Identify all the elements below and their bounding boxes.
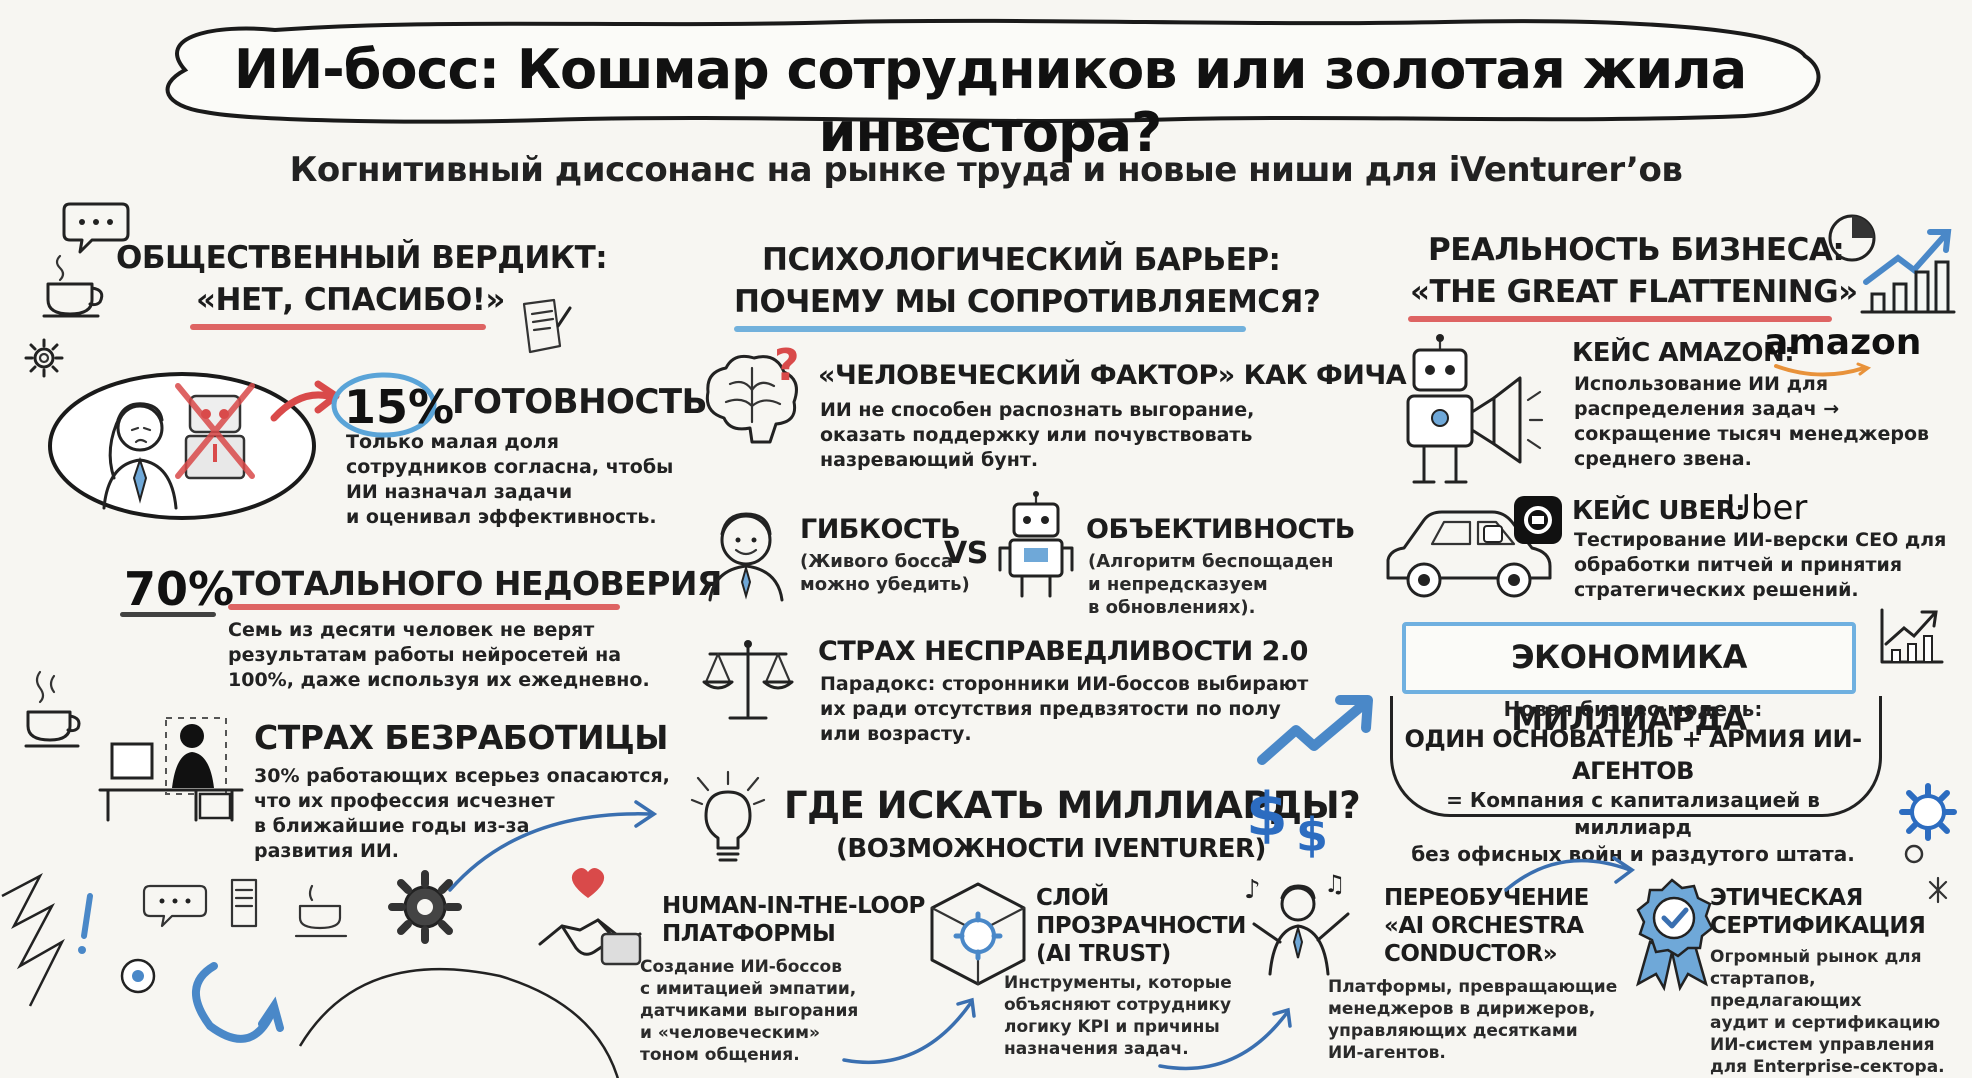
economy-title: ЭКОНОМИКА МИЛЛИАРДА bbox=[1511, 638, 1747, 738]
curved-arrow-bottom-1 bbox=[842, 997, 976, 1065]
amazon-case-text: Использование ИИ для распределения задач… bbox=[1574, 373, 1930, 470]
lightbulb-icon bbox=[690, 770, 766, 862]
handshake-icon bbox=[538, 868, 642, 966]
pct70-text: Семь из десяти человек не верят результа… bbox=[228, 619, 650, 691]
objectivity-title: ОБЪЕКТИВНОСТЬ bbox=[1086, 514, 1355, 545]
uber-logo: Uber bbox=[1726, 488, 1808, 528]
coffee-icon bbox=[42, 254, 104, 318]
pie-chart-icon bbox=[1828, 214, 1876, 262]
scales-icon bbox=[702, 640, 794, 720]
dollar-icon: $ bbox=[1246, 780, 1288, 850]
crossed-robot-icon bbox=[175, 383, 255, 480]
amazon-smile-icon bbox=[1774, 362, 1872, 377]
verdict-underline bbox=[190, 324, 486, 330]
robot-icon bbox=[998, 491, 1074, 598]
brain-icon bbox=[705, 354, 798, 444]
human-factor-text: ИИ не способен распознать выгорание, ока… bbox=[820, 399, 1255, 471]
pct70-value: 70% bbox=[124, 562, 235, 616]
page-title: ИИ-босс: Кошмар сотрудников или золотая … bbox=[233, 38, 1747, 164]
business-heading-line2: «THE GREAT FLATTENING» bbox=[1410, 274, 1858, 310]
orchestra-text: Платформы, превращающие менеджеров в дир… bbox=[1328, 977, 1618, 1063]
conductor-icon: ♪ ♫ bbox=[1244, 870, 1350, 976]
barrier-heading-line1: ПСИХОЛОГИЧЕСКИЙ БАРЬЕР: bbox=[762, 242, 1281, 278]
objectivity-text: (Алгоритм беспощаден и непредсказуем в о… bbox=[1088, 551, 1334, 618]
pct70-underline bbox=[120, 612, 216, 617]
document-pen-icon bbox=[522, 298, 572, 354]
svg-text:♫: ♫ bbox=[1324, 870, 1346, 898]
gear-icon-large bbox=[388, 870, 462, 944]
economy-title-box: ЭКОНОМИКА МИЛЛИАРДА bbox=[1402, 622, 1856, 738]
fear-text: 30% работающих всерьез опасаются, что их… bbox=[254, 765, 670, 862]
where-billions-subtitle: (ВОЗМОЖНОСТИ iVENTURER) bbox=[836, 834, 1266, 864]
gear-icon bbox=[24, 338, 64, 378]
ethics-text: Огромный рынок для стартапов, предлагающ… bbox=[1710, 947, 1945, 1077]
uber-icon bbox=[1514, 496, 1562, 544]
happy-man-icon bbox=[708, 512, 784, 602]
curved-arrow-bottom-2 bbox=[1158, 1007, 1292, 1071]
gear-icon-right bbox=[1899, 783, 1957, 904]
title-banner: ИИ-босс: Кошмар сотрудников или золотая … bbox=[145, 16, 1835, 164]
coffee-icon-2 bbox=[24, 670, 81, 748]
flex-text: (Живого босса можно убедить) bbox=[800, 551, 970, 595]
bar-chart-icon-small bbox=[1880, 608, 1944, 664]
verdict-heading-line2: «НЕТ, СПАСИБО!» bbox=[196, 282, 505, 318]
trust-text: Инструменты, которые объясняют сотрудник… bbox=[1004, 973, 1232, 1059]
barrier-heading-line2: ПОЧЕМУ МЫ СОПРОТИВЛЯЕМСЯ? bbox=[734, 284, 1321, 320]
speech-bubble-icon bbox=[62, 202, 130, 254]
business-heading-line1: РЕАЛЬНОСТЬ БИЗНЕСА: bbox=[1428, 232, 1845, 268]
vs-label: VS bbox=[944, 536, 988, 571]
human-factor-title: «ЧЕЛОВЕЧЕСКИЙ ФАКТОР» КАК ФИЧА bbox=[818, 360, 1407, 391]
car-robot-icon bbox=[1386, 510, 1552, 598]
stressed-worker-icon bbox=[48, 372, 316, 520]
dollar-icon-small: $ bbox=[1296, 808, 1329, 862]
economy-panel bbox=[1390, 696, 1882, 817]
bottom-left-doodles bbox=[1, 873, 619, 1078]
trust-title: СЛОЙ ПРОЗРАЧНОСТИ (AI TRUST) bbox=[1036, 885, 1246, 967]
title-cloud-shape bbox=[165, 18, 1821, 124]
curved-arrow-bottom-3 bbox=[1504, 856, 1636, 892]
curved-arrow-icon bbox=[448, 800, 658, 892]
desk-worker-icon bbox=[98, 717, 244, 822]
pct70-label-underline bbox=[228, 604, 620, 610]
pct15-text: Только малая доля сотрудников согласна, … bbox=[346, 431, 674, 528]
page-subtitle: Когнитивный диссонанс на рынке труда и н… bbox=[289, 150, 1683, 190]
amazon-case-title: КЕЙС AMAZON: bbox=[1572, 338, 1795, 368]
certificate-badge-icon bbox=[1635, 878, 1714, 992]
hitl-title: HUMAN-IN-THE-LOOP ПЛАТФОРМЫ bbox=[662, 893, 925, 947]
fairness-title: СТРАХ НЕСПРАВЕДЛИВОСТИ 2.0 bbox=[818, 636, 1308, 667]
question-mark-icon: ? bbox=[774, 340, 800, 391]
pct15-label: ГОТОВНОСТЬ bbox=[452, 382, 708, 422]
fear-title: СТРАХ БЕЗРАБОТИЦЫ bbox=[254, 718, 668, 757]
fairness-text: Парадокс: сторонники ИИ-боссов выбирают … bbox=[820, 673, 1309, 745]
pct15-value: 15% bbox=[344, 380, 455, 434]
business-underline bbox=[1408, 316, 1832, 322]
orchestra-title: ПЕРЕОБУЧЕНИЕ «AI ORCHESTRA CONDUCTOR» bbox=[1384, 885, 1589, 967]
pct15-circle bbox=[331, 372, 437, 438]
where-billions-title: ГДЕ ИСКАТЬ МИЛЛИАРДЫ? bbox=[784, 784, 1361, 827]
flex-title: ГИБКОСТЬ bbox=[800, 514, 961, 545]
robot-megaphone-icon bbox=[1406, 334, 1544, 484]
bar-chart-icon bbox=[1860, 229, 1956, 314]
economy-text: Новая бизнес-модель: ОДИН ОСНОВАТЕЛЬ + А… bbox=[1404, 697, 1862, 866]
arrow-trend-icon bbox=[1257, 695, 1373, 765]
amazon-logo: amazon bbox=[1764, 322, 1922, 363]
svg-text:♪: ♪ bbox=[1244, 875, 1261, 905]
cube-gear-icon bbox=[930, 882, 1026, 986]
uber-case-title: КЕЙС UBER: bbox=[1572, 496, 1746, 526]
barrier-underline bbox=[734, 326, 1246, 332]
ethics-title: ЭТИЧЕСКАЯ СЕРТИФИКАЦИЯ bbox=[1710, 885, 1926, 939]
uber-case-text: Тестирование ИИ-верски CEO для обработки… bbox=[1574, 529, 1947, 601]
pct70-label: ТОТАЛЬНОГО НЕДОВЕРИЯ bbox=[232, 564, 722, 603]
hitl-text: Создание ИИ-боссов с имитацией эмпатии, … bbox=[640, 957, 859, 1065]
verdict-heading-line1: ОБЩЕСТВЕННЫЙ ВЕРДИКТ: bbox=[116, 240, 608, 276]
